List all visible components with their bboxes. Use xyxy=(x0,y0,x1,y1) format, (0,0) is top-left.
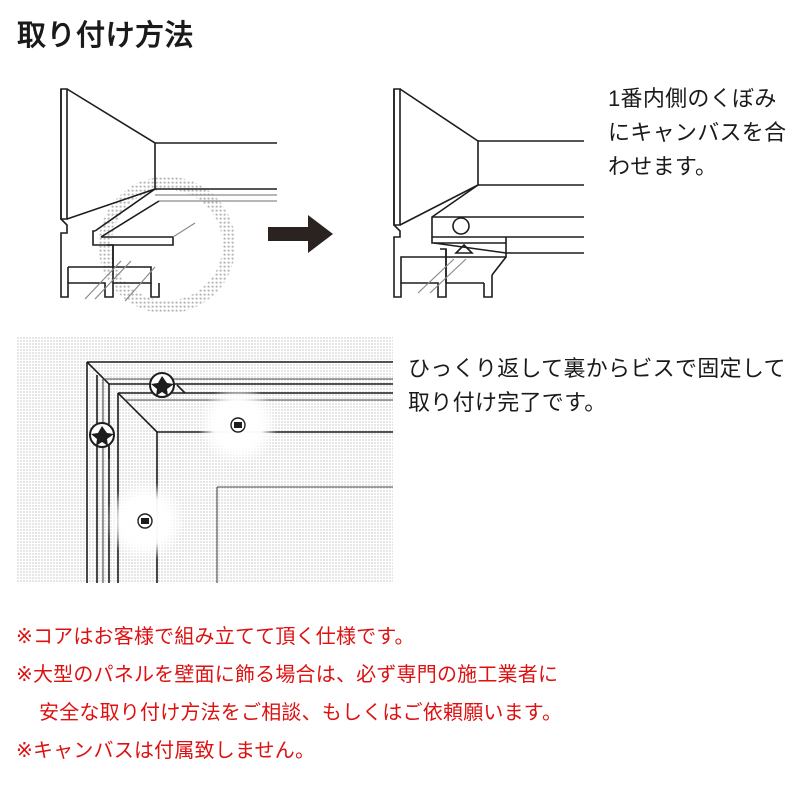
corner-screw-top xyxy=(149,372,186,398)
note-item: 安全な取り付け方法をご相談、もしくはご依頼願います。 xyxy=(39,702,563,724)
notes-list: ※コアはお客様で組み立てて頂く仕様です。 ※大型のパネルを壁面に飾る場合は、必ず… xyxy=(16,618,656,770)
fastener-hole-icon xyxy=(452,217,470,235)
right-arrow-icon xyxy=(268,213,334,255)
step-2-caption: ひっくり返して裏からビスで固定して 取り付け完了です。 xyxy=(408,356,786,416)
note-item: ※キャンバスは付属致しません。 xyxy=(16,740,316,762)
before-diagram-svg xyxy=(60,88,277,314)
corner-diagram-svg xyxy=(17,337,393,583)
panel-screw-left xyxy=(137,513,153,529)
frame-cross-section-before-diagram xyxy=(55,85,280,315)
frame-corner-assembly-diagram xyxy=(17,337,393,583)
note-item: ※大型のパネルを壁面に飾る場合は、必ず専門の施工業者に xyxy=(16,664,559,686)
step-1-caption: 1番内側のくぼみ にキャンバスを合 わせます。 xyxy=(608,86,787,180)
after-diagram-svg xyxy=(393,88,584,298)
page-title: 取り付け方法 xyxy=(17,20,195,52)
frame-cross-section-after-diagram xyxy=(388,85,588,315)
halftone-background xyxy=(17,337,393,583)
panel-screw-top xyxy=(230,417,246,433)
note-item: ※コアはお客様で組み立てて頂く仕様です。 xyxy=(16,626,415,648)
corner-screw-left xyxy=(89,422,115,459)
